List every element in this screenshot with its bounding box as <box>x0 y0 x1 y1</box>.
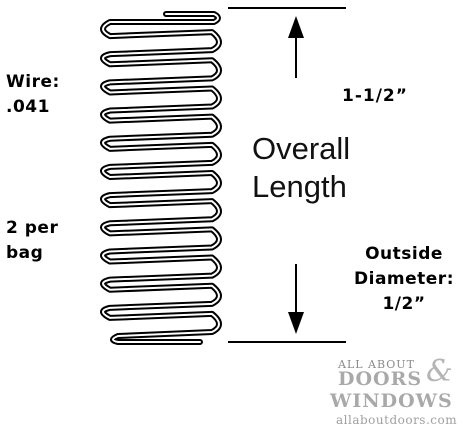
length-value: 1-1/2” <box>342 86 408 106</box>
spring-coil-inner <box>102 13 220 343</box>
od-label-line2: Diameter: <box>354 269 454 289</box>
logo-doors: DOORS <box>338 368 423 390</box>
od-label-line1: Outside <box>365 244 443 264</box>
overall-length-label: Overall Length <box>252 130 372 206</box>
down-arrow <box>288 264 304 334</box>
wire-label-title: Wire: <box>6 72 60 92</box>
logo-ampersand: & <box>426 354 453 389</box>
wire-label-value: .041 <box>6 97 50 117</box>
outside-diameter-label: Outside Diameter: 1/2” <box>338 242 470 317</box>
od-label-value: 1/2” <box>382 294 426 314</box>
quantity-label-line1: 2 per <box>6 218 59 238</box>
quantity-label-line2: bag <box>6 243 44 263</box>
logo-url: allaboutdoors.com <box>336 413 458 427</box>
wire-gauge-label: Wire: .041 <box>6 70 60 120</box>
overall-label-line2: Length <box>252 169 347 204</box>
quantity-label: 2 per bag <box>6 216 58 266</box>
logo-windows: WINDOWS <box>330 390 453 412</box>
logo-all-about: ALL ABOUT <box>338 358 415 371</box>
up-arrow <box>288 16 304 78</box>
overall-label-line1: Overall <box>252 131 351 166</box>
